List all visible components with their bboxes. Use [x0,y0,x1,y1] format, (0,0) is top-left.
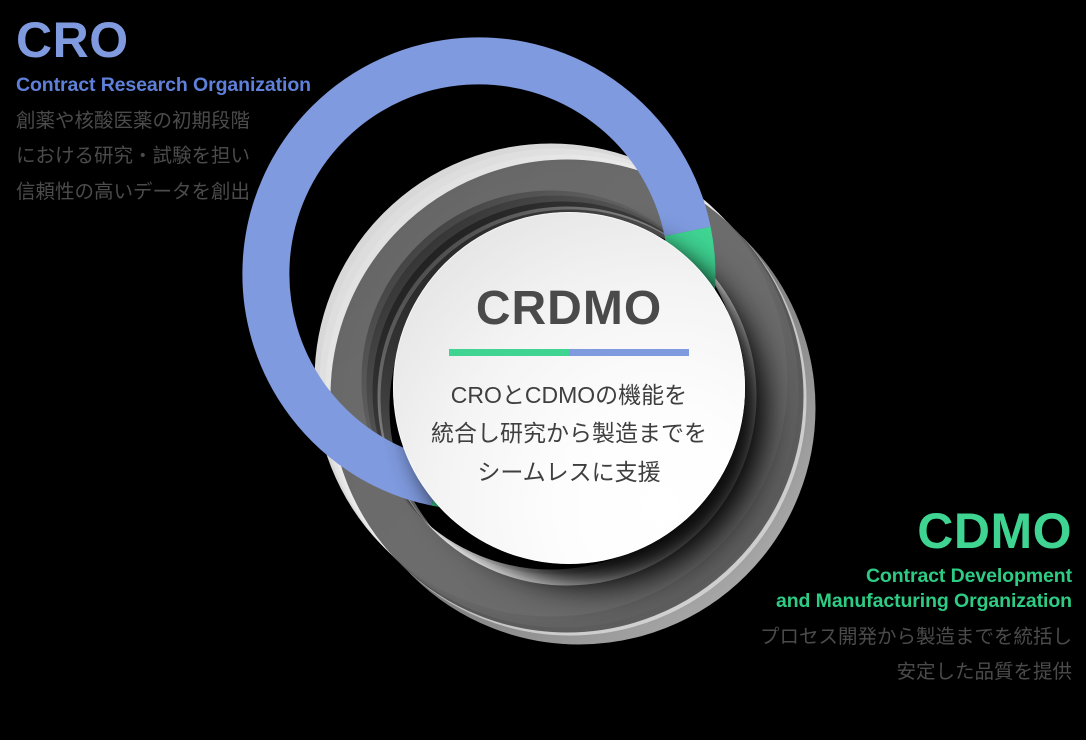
ring-cast-shadow [330,159,804,633]
cro-description-line: 創薬や核酸医薬の初期段階 [16,109,251,132]
ring-arc-cro [242,37,711,506]
cdmo-text-block: CDMO Contract Development and Manufactur… [602,505,1072,691]
cro-text-block: CRO Contract Research Organization 創薬や核酸… [16,14,436,210]
cdmo-expansion-line: Contract Development [865,565,1072,587]
crdmo-description-line: CROとCDMOの機能を [450,381,688,408]
crdmo-description-line: 統合し研究から製造までを [431,420,707,447]
cro-description-line: における研究・試験を担い [16,145,251,168]
divider-segment-blue [569,348,689,356]
cdmo-acronym: CDMO [917,503,1072,559]
cro-acronym: CRO [16,12,129,68]
cro-expansion: Contract Research Organization [16,74,311,96]
crdmo-description-line: シームレスに支援 [477,458,661,485]
crdmo-description: CROとCDMOの機能を 統合し研究から製造までを シームレスに支援 [431,376,707,492]
cdmo-description: プロセス開発から製造までを統括し 安定した品質を提供 [602,620,1072,691]
cdmo-expansion-line: and Manufacturing Organization [775,589,1072,612]
crdmo-center-disc: CRDMO CROとCDMOの機能を 統合し研究から製造までを シームレスに支援 [393,212,745,564]
cdmo-expansion: Contract Development and Manufacturing O… [602,564,1072,614]
cro-description-line: 信頼性の高いデータを創出 [16,180,251,203]
divider-segment-green [449,348,569,356]
crdmo-divider [449,348,689,356]
cdmo-description-line: 安定した品質を提供 [896,661,1072,684]
crdmo-title: CRDMO [475,281,663,335]
cro-description: 創薬や核酸医薬の初期段階 における研究・試験を担い 信頼性の高いデータを創出 [16,104,436,210]
cdmo-description-line: プロセス開発から製造までを統括し [759,625,1072,648]
